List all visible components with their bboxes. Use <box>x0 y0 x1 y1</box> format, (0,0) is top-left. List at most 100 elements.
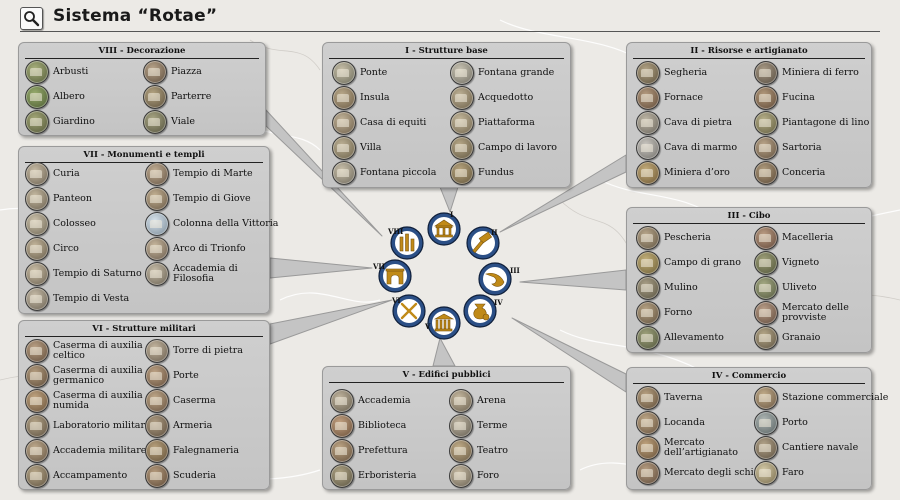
list-item[interactable]: Conceria <box>754 161 872 185</box>
list-item[interactable]: Fornace <box>636 86 754 110</box>
list-item[interactable]: Falegnameria <box>145 439 265 463</box>
list-item[interactable]: Taverna <box>636 386 754 410</box>
list-item[interactable]: Erboristeria <box>330 464 448 488</box>
list-item[interactable]: Tempio di Marte <box>145 162 265 186</box>
wheel-icon-VI[interactable] <box>392 294 426 328</box>
list-item[interactable]: Cantiere navale <box>754 436 872 460</box>
list-item[interactable]: Mercato dell’artigianato <box>636 436 754 460</box>
building-icon <box>636 326 660 350</box>
wheel-icon-I[interactable] <box>427 212 461 246</box>
list-item[interactable]: Terme <box>449 414 567 438</box>
list-item[interactable]: Miniera d’oro <box>636 161 754 185</box>
list-item[interactable]: Uliveto <box>754 276 872 300</box>
wheel-icon-V[interactable] <box>427 306 461 340</box>
list-item[interactable]: Caserma di auxilia celtico <box>25 339 145 363</box>
list-item[interactable]: Caserma di auxilia germanico <box>25 364 145 388</box>
list-item[interactable]: Curia <box>25 162 145 186</box>
list-item[interactable]: Teatro <box>449 439 567 463</box>
list-item[interactable]: Scuderia <box>145 464 265 488</box>
list-item[interactable]: Piattaforma <box>450 111 568 135</box>
list-item[interactable]: Panteon <box>25 187 145 211</box>
list-item[interactable]: Colosseo <box>25 212 145 236</box>
list-item[interactable]: Laboratorio militare <box>25 414 151 438</box>
list-item[interactable]: Allevamento <box>636 326 754 350</box>
list-item[interactable]: Biblioteca <box>330 414 448 438</box>
list-item[interactable]: Viale <box>143 110 263 134</box>
list-item[interactable]: Mulino <box>636 276 754 300</box>
horn-icon <box>485 272 505 287</box>
building-icon <box>636 461 660 485</box>
building-icon <box>754 111 778 135</box>
wheel-icon-III[interactable] <box>478 262 512 296</box>
list-item[interactable]: Campo di grano <box>636 251 754 275</box>
list-item[interactable]: Mercato degli schiavi <box>636 461 768 485</box>
list-item[interactable]: Tempio di Giove <box>145 187 265 211</box>
wheel-icon-II[interactable] <box>466 226 500 260</box>
list-item[interactable]: Stazione commerciale <box>754 386 888 410</box>
list-item[interactable]: Tempio di Vesta <box>25 287 145 311</box>
arch-icon <box>385 268 405 285</box>
wheel-icon-IV[interactable] <box>463 294 497 328</box>
building-icon <box>145 187 169 211</box>
list-item[interactable]: Arbusti <box>25 60 145 84</box>
list-item[interactable]: Pescheria <box>636 226 754 250</box>
list-item[interactable]: Granaio <box>754 326 872 350</box>
item-label: Pescheria <box>664 232 711 243</box>
list-item[interactable]: Caserma <box>145 389 265 413</box>
list-item[interactable]: Faro <box>754 461 872 485</box>
list-item[interactable]: Prefettura <box>330 439 448 463</box>
list-item[interactable]: Torre di pietra <box>145 339 265 363</box>
list-item[interactable]: Sartoria <box>754 136 872 160</box>
list-item[interactable]: Macelleria <box>754 226 872 250</box>
list-item[interactable]: Arena <box>449 389 567 413</box>
list-item[interactable]: Segheria <box>636 61 754 85</box>
list-item[interactable]: Fontana piccola <box>332 161 450 185</box>
item-label: Arco di Trionfo <box>173 243 246 254</box>
list-item[interactable]: Parterre <box>143 85 263 109</box>
list-item[interactable]: Casa di equiti <box>332 111 450 135</box>
list-item[interactable]: Armeria <box>145 414 265 438</box>
list-item[interactable]: Albero <box>25 85 145 109</box>
list-item[interactable]: Miniera di ferro <box>754 61 872 85</box>
list-item[interactable]: Acquedotto <box>450 86 568 110</box>
item-label: Casa di equiti <box>360 117 427 128</box>
panel-decorazione: VIII - Decorazione Arbusti Albero Giardi… <box>18 42 266 136</box>
list-item[interactable]: Piazza <box>143 60 263 84</box>
list-item[interactable]: Fundus <box>450 161 568 185</box>
list-item[interactable]: Cava di marmo <box>636 136 754 160</box>
item-label: Cantiere navale <box>782 442 859 453</box>
list-item[interactable]: Giardino <box>25 110 145 134</box>
list-item[interactable]: Arco di Trionfo <box>145 237 265 261</box>
list-item[interactable]: Fontana grande <box>450 61 568 85</box>
list-item[interactable]: Accampamento <box>25 464 145 488</box>
list-item[interactable]: Porte <box>145 364 265 388</box>
item-label: Ponte <box>360 67 388 78</box>
list-item[interactable]: Accademia militare <box>25 439 146 463</box>
item-label: Caserma di auxilia numida <box>53 390 143 411</box>
wheel-icon-VIII[interactable] <box>390 226 424 260</box>
list-item[interactable]: Ponte <box>332 61 450 85</box>
list-item[interactable]: Colonna della Vittoria <box>145 212 278 236</box>
search-button[interactable] <box>20 7 43 30</box>
list-item[interactable]: Fucina <box>754 86 872 110</box>
list-item[interactable]: Forno <box>636 301 754 325</box>
list-item[interactable]: Vigneto <box>754 251 872 275</box>
item-label: Biblioteca <box>358 420 407 431</box>
list-item[interactable]: Cava di pietra <box>636 111 754 135</box>
list-item[interactable]: Insula <box>332 86 450 110</box>
list-item[interactable]: Foro <box>449 464 567 488</box>
list-item[interactable]: Accademia di Filosofia <box>145 262 265 286</box>
list-item[interactable]: Mercato delle provviste <box>754 301 872 325</box>
list-item[interactable]: Caserma di auxilia numida <box>25 389 145 413</box>
list-item[interactable]: Porto <box>754 411 872 435</box>
list-item[interactable]: Tempio di Saturno <box>25 262 145 286</box>
list-item[interactable]: Campo di lavoro <box>450 136 568 160</box>
list-item[interactable]: Piantagone di lino <box>754 111 872 135</box>
list-item[interactable]: Circo <box>25 237 145 261</box>
item-label: Mercato dell’artigianato <box>664 437 738 458</box>
list-item[interactable]: Accademia <box>330 389 448 413</box>
wheel-icon-VII[interactable] <box>378 259 412 293</box>
list-item[interactable]: Villa <box>332 136 450 160</box>
list-item[interactable]: Locanda <box>636 411 754 435</box>
item-label: Curia <box>53 168 80 179</box>
